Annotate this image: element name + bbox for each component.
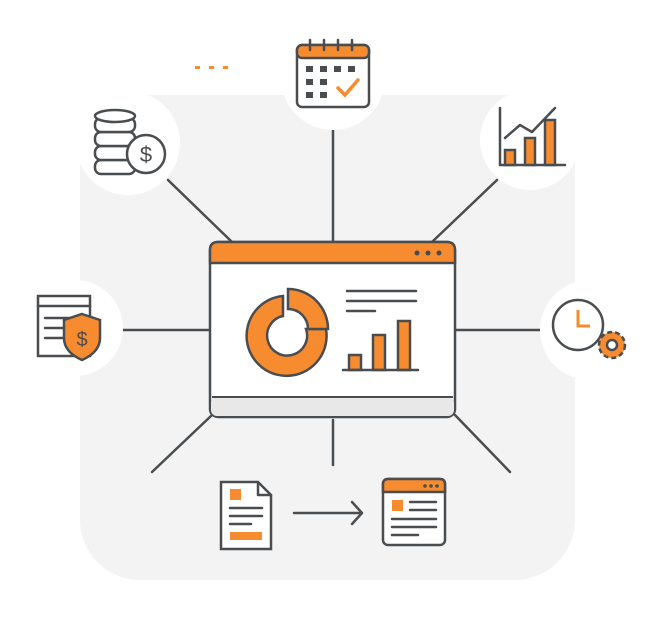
decorative-dots <box>195 66 228 69</box>
connector-lines <box>118 128 542 474</box>
svg-text:$: $ <box>76 329 87 351</box>
document-icon <box>219 480 273 551</box>
calendar-check-icon <box>295 38 371 109</box>
arrow-right-icon <box>292 500 364 526</box>
svg-text:$: $ <box>140 142 152 167</box>
shield-dollar-document-icon: $ <box>36 294 102 362</box>
dashboard-window-icon <box>208 240 457 419</box>
clock-gear-icon <box>551 298 627 360</box>
web-page-icon <box>381 477 447 547</box>
coins-dollar-icon: $ <box>93 108 167 176</box>
growth-chart-icon <box>498 106 567 167</box>
